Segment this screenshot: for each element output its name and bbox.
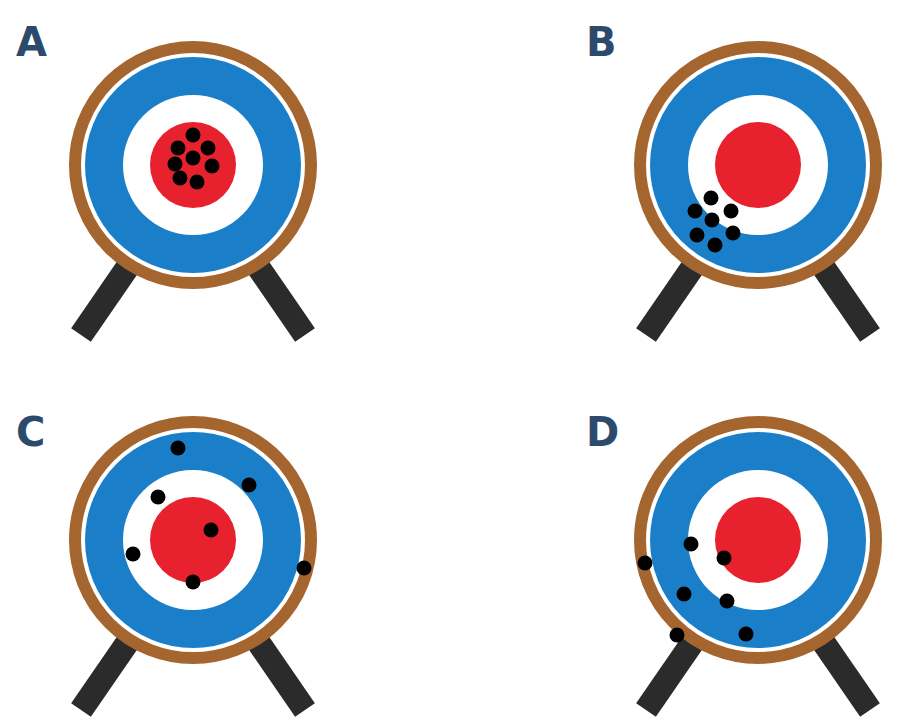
hits xyxy=(126,128,754,643)
target xyxy=(640,47,876,335)
panel-letter: A xyxy=(16,22,47,62)
target xyxy=(75,47,311,335)
panel-letter: D xyxy=(586,412,619,452)
target xyxy=(75,422,311,710)
target xyxy=(640,422,876,710)
panel-letter: C xyxy=(16,412,45,452)
panel-letter: B xyxy=(586,22,617,62)
